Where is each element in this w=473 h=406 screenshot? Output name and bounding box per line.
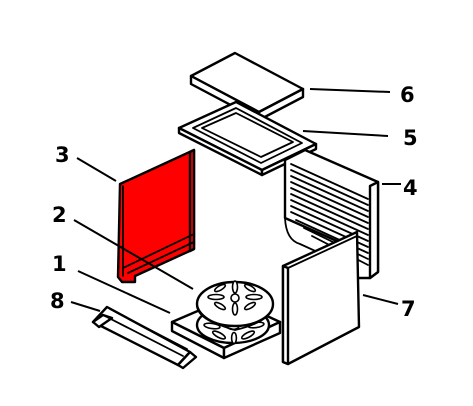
part-round-grate[interactable] [195, 280, 275, 331]
leader-lines [70, 88, 401, 314]
round-grate-slots [207, 280, 263, 316]
side-panel-left-face [116, 148, 196, 284]
leader-2 [73, 219, 194, 290]
callout-4: 4 [403, 176, 418, 200]
leader-3 [76, 157, 117, 182]
callout-1: 1 [52, 252, 67, 276]
part-top-plate[interactable] [189, 51, 305, 122]
callout-8: 8 [50, 289, 65, 313]
callout-6: 6 [400, 83, 415, 107]
callout-labels: 1 2 3 4 5 6 7 8 [50, 83, 418, 321]
part-side-panel-right[interactable] [281, 230, 361, 366]
leader-1 [77, 270, 171, 314]
leader-6 [309, 88, 391, 93]
side-panel-left-edge [188, 148, 196, 253]
callout-7: 7 [401, 297, 416, 321]
part-side-panel-left[interactable] [116, 148, 196, 284]
leader-7 [362, 294, 399, 305]
leader-5 [302, 130, 389, 137]
callout-3: 3 [55, 143, 70, 167]
part-front-bar[interactable] [91, 305, 198, 370]
callout-5: 5 [403, 126, 418, 150]
leader-8 [70, 301, 101, 312]
callout-2: 2 [52, 203, 67, 227]
